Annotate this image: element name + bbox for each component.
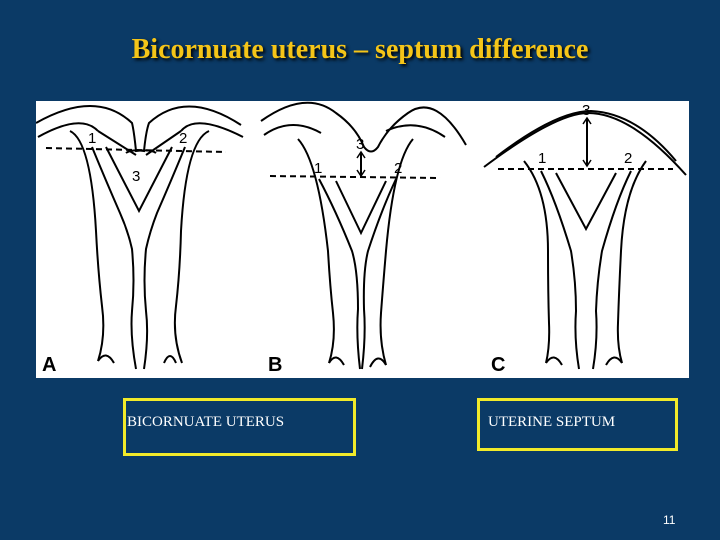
- panel-c-drawing: [483, 109, 687, 370]
- uterine-septum-box: UTERINE SEPTUM: [477, 398, 678, 451]
- slide-title: Bicornuate uterus – septum difference: [131, 34, 589, 65]
- panel-a-drawing: [36, 105, 244, 370]
- page-number: 11: [663, 513, 676, 527]
- panel-b-drawing: [260, 101, 467, 370]
- panel-b-letter: B: [268, 354, 282, 376]
- bicornuate-uterus-label: BICORNUATE UTERUS: [127, 414, 285, 430]
- panel-b-label-3: 3: [356, 136, 364, 153]
- panel-a-label-3: 3: [132, 168, 140, 185]
- panel-b-label-1: 1: [314, 160, 322, 177]
- panel-a-label-2: 2: [179, 130, 187, 147]
- uterine-septum-label: UTERINE SEPTUM: [488, 414, 616, 430]
- panel-b-label-2: 2: [394, 160, 402, 177]
- panel-c-letter: C: [491, 354, 505, 376]
- panel-a-label-1: 1: [88, 130, 96, 147]
- panel-a-letter: A: [42, 354, 56, 376]
- uterus-diagram-figure: 1 2 3 1 2 3 1 2 3 A B C: [36, 101, 689, 378]
- bicornuate-uterus-box: BICORNUATE UTERUS: [123, 398, 356, 456]
- panel-c-label-1: 1: [538, 150, 546, 167]
- panel-c-label-3: 3: [582, 102, 590, 119]
- panel-c-label-2: 2: [624, 150, 632, 167]
